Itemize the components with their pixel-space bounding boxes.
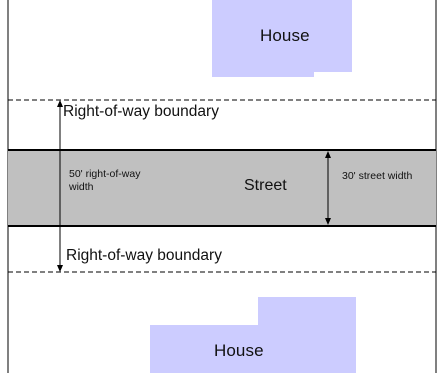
street-width-arrow-down [325, 218, 331, 225]
bottom-house-label: House [214, 341, 264, 360]
right-of-way-width-label: 50' right-of-way width [69, 168, 140, 194]
right-of-way-width-label-line2: width [69, 181, 94, 193]
street-width-arrow-up [325, 151, 331, 158]
street-label: Street [244, 177, 287, 194]
top-boundary-label: Right-of-way boundary [63, 103, 219, 120]
street-width-label: 30' street width [342, 170, 413, 182]
top-house-label: House [260, 26, 310, 45]
right-of-way-arrow-up [57, 100, 63, 107]
street-band [8, 150, 436, 226]
bottom-boundary-label: Right-of-way boundary [66, 247, 222, 264]
right-of-way-arrow-down [57, 265, 63, 272]
bottom-house-shape [150, 297, 356, 373]
right-of-way-width-label-line1: 50' right-of-way [69, 168, 141, 180]
top-house-shape [212, 0, 352, 77]
